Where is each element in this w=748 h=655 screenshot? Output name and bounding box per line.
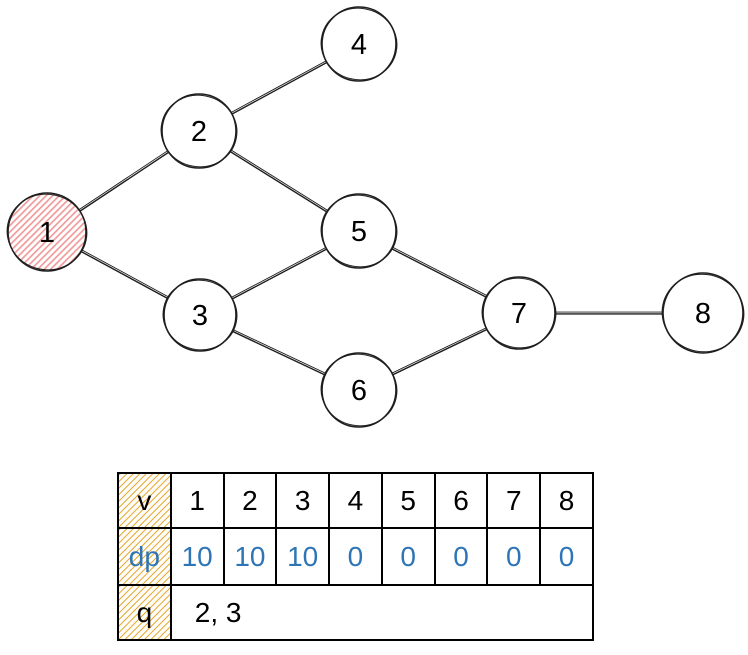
table-header-v: v bbox=[117, 472, 172, 529]
graph-node-4-label: 4 bbox=[351, 29, 367, 61]
table-cell-v-4: 4 bbox=[328, 472, 383, 529]
graph-node-7: 7 bbox=[481, 276, 557, 350]
table-cell-v-2: 2 bbox=[222, 472, 278, 529]
graph-node-8-label: 8 bbox=[695, 298, 711, 330]
graph-node-3: 3 bbox=[162, 278, 238, 352]
graph-node-5-label: 5 bbox=[351, 216, 367, 248]
table-cell-v-7: 7 bbox=[486, 472, 542, 529]
graph-node-3-label: 3 bbox=[192, 300, 208, 332]
table-cell-dp-4: 0 bbox=[328, 527, 383, 586]
table-cell-dp-5: 0 bbox=[380, 527, 436, 586]
table-cell-v-6: 6 bbox=[433, 472, 489, 529]
graph-node-4: 4 bbox=[320, 6, 398, 82]
graph-node-2: 2 bbox=[160, 93, 238, 169]
graph-canvas: 1 2 3 4 5 6 7 8 bbox=[6, 6, 745, 428]
graph-node-1-label: 1 bbox=[39, 217, 55, 249]
graph-node-5: 5 bbox=[320, 193, 398, 269]
table-header-q: q bbox=[117, 584, 172, 641]
table-cell-dp-2: 10 bbox=[222, 527, 278, 586]
table-cell-v-1: 1 bbox=[169, 472, 225, 529]
table-cell-dp-3: 10 bbox=[275, 527, 331, 586]
graph-node-6: 6 bbox=[320, 352, 398, 428]
graph-node-7-label: 7 bbox=[511, 298, 527, 330]
table-cell-v-3: 3 bbox=[275, 472, 331, 529]
table-cell-dp-7: 0 bbox=[486, 527, 542, 586]
table-cell-dp-6: 0 bbox=[433, 527, 489, 586]
graph-node-8: 8 bbox=[661, 272, 745, 354]
graph-node-6-label: 6 bbox=[351, 375, 367, 407]
table-header-dp: dp bbox=[117, 527, 172, 586]
table-cell-q-merged: 2, 3 bbox=[169, 584, 595, 641]
table-cell-v-8: 8 bbox=[539, 472, 594, 529]
table-cell-dp-8: 0 bbox=[539, 527, 594, 586]
graph-node-2-label: 2 bbox=[191, 116, 207, 148]
table-cell-v-5: 5 bbox=[380, 472, 436, 529]
table-cell-dp-1: 10 bbox=[169, 527, 225, 586]
graph-node-1: 1 bbox=[6, 192, 88, 272]
